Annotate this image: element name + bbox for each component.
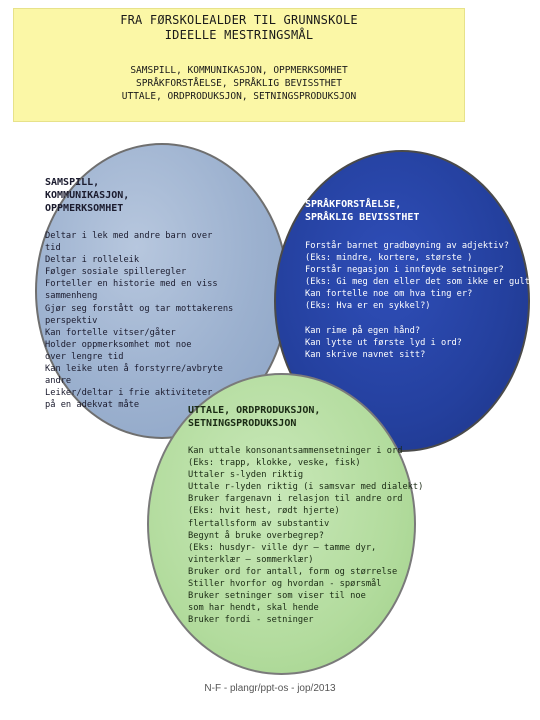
list-item: (Eks: hvit hest, rødt hjerte) — [188, 506, 340, 517]
list-item: Uttaler s-lyden riktig — [188, 470, 304, 481]
list-item: på en adekvat måte — [45, 400, 140, 411]
list-item: Bruker ord for antall, form og størrelse — [188, 566, 398, 577]
banner-subtitle: SAMSPILL, KOMMUNIKASJON, OPPMERKSOMHET S… — [14, 64, 464, 103]
list-item: Bruker fargenavn i relasjon til andre or… — [188, 494, 403, 505]
list-item: Uttale r-lyden riktig (i samsvar med dia… — [188, 482, 424, 493]
heading-line: KOMMUNIKASJON, — [45, 190, 130, 201]
list-item: over lengre tid — [45, 351, 124, 362]
list-item: Kan fortelle noe om hva ting er? — [305, 289, 473, 300]
circle-samspill-heading: SAMSPILL, KOMMUNIKASJON, OPPMERKSOMHET — [45, 176, 129, 215]
list-item: Bruker fordi - setninger — [188, 615, 314, 626]
list-item: Holder oppmerksomhet mot noe — [45, 339, 192, 350]
list-item: Forstår negasjon i innføyde setninger? — [305, 265, 504, 276]
list-item: vinterklær – sommerklær) — [188, 554, 314, 565]
list-item: (Eks: trapp, klokke, veske, fisk) — [188, 458, 361, 469]
circle-sprakforstaelse-heading: SPRÅKFORSTÅELSE, SPRÅKLIG BEVISSTHET — [305, 198, 419, 224]
circle-sprakforstaelse-list: Forstår barnet gradbøyning av adjektiv? (… — [305, 240, 535, 361]
heading-line: SPRÅKFORSTÅELSE, — [305, 199, 402, 210]
list-item: (Eks: Hva er en sykkel?) — [305, 301, 431, 312]
heading-line: UTTALE, ORDPRODUKSJON, — [188, 405, 321, 416]
circle-uttale-heading: UTTALE, ORDPRODUKSJON, SETNINGSPRODUKSJON — [188, 404, 320, 430]
list-item: Bruker setninger som viser til noe — [188, 591, 366, 602]
heading-line: SPRÅKLIG BEVISSTHET — [305, 212, 420, 223]
banner-title-line: IDEELLE MESTRINGSMÅL — [164, 28, 314, 42]
list-item: andre — [45, 376, 72, 387]
list-item: (Eks: Gi meg den eller det som ikke er g… — [305, 277, 536, 288]
circle-uttale-list: Kan uttale konsonantsammensetninger i or… — [188, 445, 423, 626]
list-item: Kan lytte ut første lyd i ord? — [305, 337, 462, 348]
list-item: Begynt å bruke overbegrep? — [188, 530, 324, 541]
heading-line: SETNINGSPRODUKSJON — [188, 418, 297, 429]
banner-subtitle-line: UTTALE, ORDPRODUKSJON, SETNINGSPRODUKSJO… — [121, 91, 357, 102]
list-item: Leiker/deltar i frie aktiviteter — [45, 388, 213, 399]
title-banner: FRA FØRSKOLEALDER TIL GRUNNSKOLE IDEELLE… — [13, 8, 465, 122]
list-item: Deltar i rolleleik — [45, 255, 140, 266]
list-item: Gjør seg forstått og tar mottakerens — [45, 303, 234, 314]
list-item: tid — [45, 243, 61, 254]
list-item: (Eks: husdyr- ville dyr – tamme dyr, — [188, 542, 377, 553]
list-item: Deltar i lek med andre barn over — [45, 231, 213, 241]
list-item: Forstår barnet gradbøyning av adjektiv? — [305, 241, 509, 251]
list-item: Kan leike uten å forstyrre/avbryte — [45, 364, 223, 375]
heading-line: SAMSPILL, — [45, 177, 100, 188]
list-item: flertallsform av substantiv — [188, 518, 330, 529]
list-item: sammenheng — [45, 291, 98, 302]
heading-line: OPPMERKSOMHET — [45, 203, 124, 214]
list-item: (Eks: mindre, kortere, største ) — [305, 253, 473, 264]
list-item: Følger sosiale spilleregler — [45, 267, 187, 278]
list-item: som har hendt, skal hende — [188, 603, 319, 614]
banner-title: FRA FØRSKOLEALDER TIL GRUNNSKOLE IDEELLE… — [14, 13, 464, 43]
list-item: perspektiv — [45, 315, 98, 326]
list-item: Kan skrive navnet sitt? — [305, 349, 426, 360]
banner-subtitle-line: SPRÅKFORSTÅELSE, SPRÅKLIG BEVISSTHET — [136, 78, 342, 89]
list-item: Stiller hvorfor og hvordan - spørsmål — [188, 579, 382, 590]
list-item — [305, 313, 535, 325]
list-item: Kan rime på egen hånd? — [305, 325, 421, 336]
list-item: Kan fortelle vitser/gåter — [45, 327, 176, 338]
footer-credit: N-F - plangr/ppt-os - jop/2013 — [204, 683, 336, 694]
circle-uttale — [147, 373, 416, 675]
banner-subtitle-line: SAMSPILL, KOMMUNIKASJON, OPPMERKSOMHET — [130, 65, 348, 76]
list-item: Kan uttale konsonantsammensetninger i or… — [188, 446, 403, 456]
banner-title-line: FRA FØRSKOLEALDER TIL GRUNNSKOLE — [120, 13, 358, 27]
list-item: Forteller en historie med en viss — [45, 279, 218, 290]
